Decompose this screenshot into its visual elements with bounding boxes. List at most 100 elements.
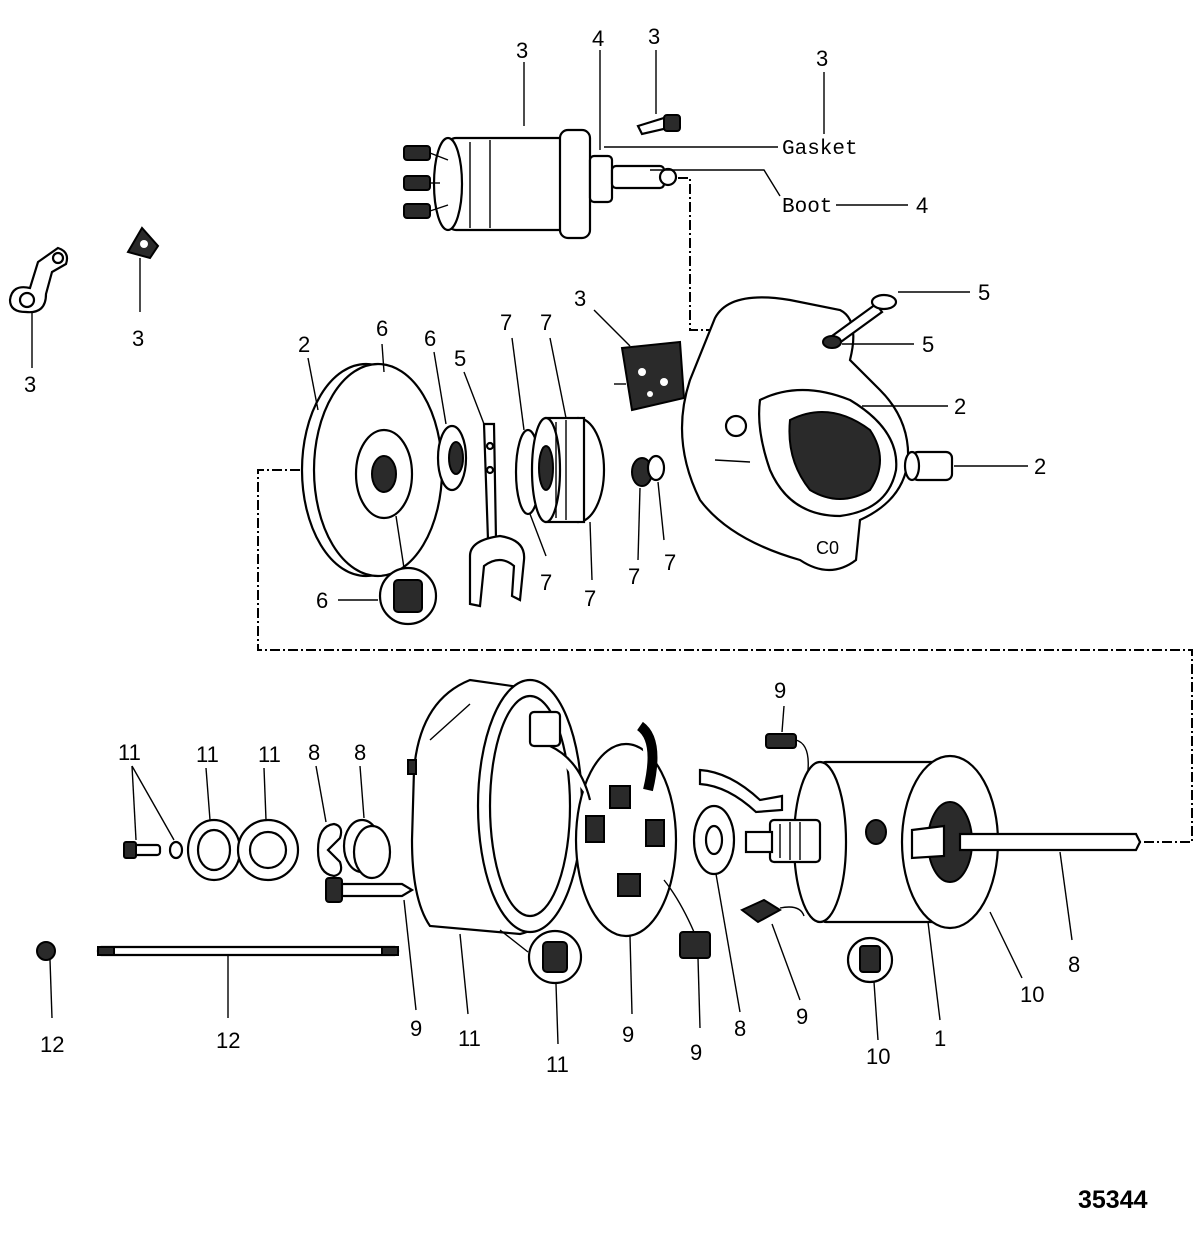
- gasket-label: Gasket: [782, 138, 858, 161]
- top-brush: [698, 733, 809, 814]
- callout-end-frame-bushing: 11: [546, 1052, 569, 1077]
- seal-leader: [433, 351, 447, 425]
- callout-armature: 8: [1068, 952, 1080, 977]
- callout-drive-gear-a: 7: [500, 310, 512, 335]
- callout-shift-lever: 5: [454, 346, 466, 371]
- cap-screw-leader: [131, 765, 137, 841]
- callout-drive-housing-nut: 5: [922, 332, 934, 357]
- callout-terminal-clip: 3: [132, 326, 144, 351]
- brush-spring: [663, 879, 711, 959]
- callout-drive-housing: 2: [954, 394, 966, 419]
- drive-housing-nut: [822, 335, 842, 349]
- callout-terminal-lug: 3: [24, 372, 36, 397]
- drive-bushing: [903, 450, 954, 482]
- callout-solenoid: 3: [516, 38, 528, 63]
- block-leader: [593, 309, 631, 347]
- seal-ring-leader: [263, 767, 267, 821]
- frame-nut: [36, 941, 56, 961]
- retainer-a-leader: [315, 765, 327, 823]
- field-screw-leader: [989, 911, 1023, 979]
- callout-washer-ring: 11: [196, 742, 219, 767]
- end-plate-bushing: [378, 515, 438, 626]
- callout-end-plate: 2: [298, 332, 310, 357]
- callout-retainer-a: 8: [308, 740, 320, 765]
- terminal-lug: [8, 246, 69, 314]
- callout-drive-bushing: 2: [1034, 454, 1046, 479]
- solenoid-block: [614, 340, 686, 412]
- callout-end-plate-bushing: 6: [316, 588, 328, 613]
- snap-ring-leader: [657, 481, 665, 541]
- brush-holder: [528, 710, 678, 938]
- collar-leader: [637, 487, 641, 561]
- callout-seal-ring: 11: [258, 742, 281, 767]
- callout-solenoid-screw: 3: [648, 24, 660, 49]
- cap-screw: [123, 840, 184, 860]
- callout-brush-bolt: 9: [410, 1016, 422, 1041]
- gear-a-leader: [511, 337, 525, 431]
- end-frame-leader: [459, 933, 469, 1015]
- route-endplate-to-armature: [257, 469, 1193, 843]
- top-brush-leader: [781, 705, 785, 733]
- callout-drive-housing-bolt: 5: [978, 280, 990, 305]
- brush-spring-leader: [697, 957, 701, 1029]
- callout-snap-ring: 7: [664, 550, 676, 575]
- armature-shaft: [744, 818, 1142, 864]
- boot-leader: [650, 169, 781, 197]
- callout-field-screw: 10: [1020, 982, 1044, 1007]
- callout-plunger: 4: [592, 26, 604, 51]
- callout-through-bolt: 12: [216, 1028, 240, 1053]
- armature-leader: [1059, 851, 1073, 941]
- drive-housing: C0: [680, 296, 910, 571]
- terminal-clip: [126, 226, 160, 260]
- field-screw: [865, 819, 887, 845]
- figure-number: 35344: [1078, 1186, 1148, 1214]
- callout-drive-gear-b: 7: [540, 310, 552, 335]
- seal-left: [436, 424, 468, 492]
- callout-retainer-b: 8: [354, 740, 366, 765]
- frame-nut-leader: [49, 959, 53, 1019]
- thrust-washer-leader: [715, 873, 741, 1013]
- callout-drive-washer: 7: [540, 570, 552, 595]
- brush-bolt-leader: [403, 899, 417, 1011]
- callout-commutator-end-frame: 11: [458, 1026, 481, 1051]
- boot-label: Boot: [782, 196, 832, 219]
- retainer-b-leader: [359, 765, 365, 819]
- end-frame-bushing-leader: [555, 983, 559, 1045]
- callout-solenoid-block: 3: [574, 286, 586, 311]
- plunger: [588, 154, 678, 204]
- callout-seal-left: 6: [424, 326, 436, 351]
- end-plate: [300, 362, 444, 578]
- route-solenoid-to-housing: [678, 177, 715, 331]
- washer-ring-leader: [205, 767, 211, 821]
- through-bolt: [96, 945, 400, 957]
- field-frame-leader: [927, 921, 941, 1021]
- solenoid-terminals: [403, 145, 449, 219]
- end-plate-leader: [307, 357, 319, 411]
- loose-brush-leader: [771, 923, 801, 1001]
- callout-pole-screw: 10: [866, 1044, 890, 1069]
- gear-b-leader: [549, 337, 567, 419]
- solenoid: [403, 128, 592, 240]
- loose-brush: [740, 898, 805, 924]
- callout-cap-screw: 11: [118, 740, 141, 765]
- washer-leader: [529, 513, 547, 557]
- pole-screw-leader: [873, 981, 879, 1041]
- snap-ring: [646, 454, 666, 482]
- brush-holder-leader: [629, 935, 633, 1015]
- shift-lever: [468, 422, 526, 608]
- cap-screw-leader-b: [131, 765, 175, 841]
- washer-ring: [186, 818, 242, 882]
- callout-frame-nut: 12: [40, 1032, 64, 1057]
- callout-field-frame: 1: [934, 1026, 946, 1051]
- callout-drive-pinion: 7: [584, 586, 596, 611]
- end-frame-bushing: [499, 929, 583, 985]
- svg-text:C0: C0: [816, 538, 839, 558]
- callout-stop-collar: 7: [628, 564, 640, 589]
- pinion-leader: [589, 521, 593, 581]
- callout-thrust-washer: 8: [734, 1016, 746, 1041]
- callout-loose-brush: 9: [796, 1004, 808, 1029]
- brush-bolt: [325, 877, 415, 903]
- callout-brush-spring: 9: [690, 1040, 702, 1065]
- shift-lever-leader: [463, 371, 485, 425]
